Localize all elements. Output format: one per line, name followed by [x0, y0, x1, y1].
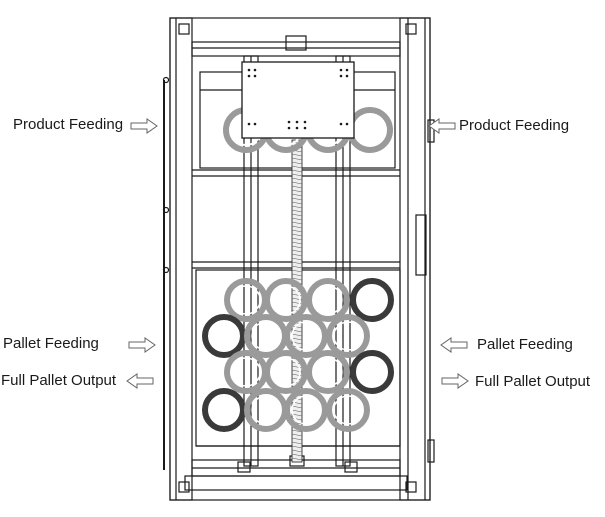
label-full-pallet-output-right: Full Pallet Output: [475, 373, 591, 390]
arrow-right-icon: [441, 373, 469, 389]
arrow-right-icon: [128, 337, 156, 353]
label-product-feeding-left: Product Feeding: [13, 116, 124, 133]
pallet-rings: [202, 278, 394, 432]
right-post: [399, 17, 431, 501]
arrow-left-icon: [126, 373, 154, 389]
arrow-left-icon: [440, 337, 468, 353]
label-product-feeding-right: Product Feeding: [459, 117, 570, 134]
label-full-pallet-output-left: Full Pallet Output: [1, 372, 117, 389]
arrow-right-icon: [130, 118, 158, 134]
top-beam: [191, 41, 401, 57]
top-bracket: [285, 35, 307, 51]
carriage-plate: [241, 61, 355, 139]
arrow-left-icon: [428, 118, 456, 134]
left-post: [169, 17, 193, 501]
label-pallet-feeding-right: Pallet Feeding: [477, 336, 573, 353]
label-pallet-feeding-left: Pallet Feeding: [3, 335, 99, 352]
